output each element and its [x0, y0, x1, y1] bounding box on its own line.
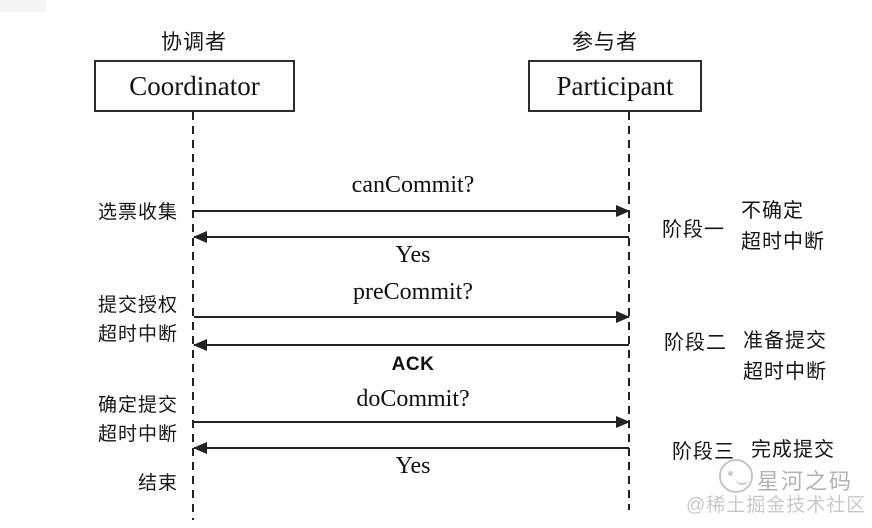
coordinator-box: Coordinator — [94, 60, 295, 112]
arrow-yes2-left-icon — [193, 442, 629, 454]
coordinator-box-label: Coordinator — [129, 70, 260, 101]
stage-label-commit-authorization: 提交授权 超时中断 — [56, 291, 178, 349]
watermark-logo-icon — [719, 459, 753, 493]
message-label-ack: ACK — [391, 354, 435, 375]
phase-2-desc: 准备提交 超时中断 — [743, 326, 827, 388]
phase-3-annotation: 阶段三 完成提交 — [672, 435, 835, 466]
phase-2-name: 阶段二 — [664, 332, 727, 354]
stage-label-vote-collection: 选票收集 — [56, 198, 178, 227]
watermark-community-text: @稀土掘金技术社区 — [686, 495, 867, 516]
stage-line: 超时中断 — [97, 324, 178, 345]
arrow-ack-left-icon — [193, 339, 629, 351]
arrow-yes1-left-icon — [193, 231, 629, 243]
phase-desc-line: 完成提交 — [751, 439, 835, 461]
arrow-cancommit-right-icon — [194, 205, 630, 217]
coordinator-role-label: 协调者 — [161, 31, 227, 54]
phase-desc-line: 不确定 — [741, 200, 804, 222]
top-edge-artifact — [0, 0, 46, 12]
stage-label-end: 结束 — [56, 469, 178, 498]
watermark-brand-text: 星河之码 — [757, 469, 854, 494]
message-label-yes-1: Yes — [395, 242, 431, 268]
phase-desc-line: 超时中断 — [741, 231, 825, 253]
stage-line: 确定提交 — [97, 395, 178, 416]
phase-1-name: 阶段一 — [662, 218, 725, 241]
arrow-precommit-right-icon — [194, 311, 630, 323]
phase-3-desc: 完成提交 — [751, 435, 835, 466]
message-label-docommit: doCommit? — [356, 386, 470, 412]
stage-line: 选票收集 — [97, 202, 178, 223]
participant-box-label: Participant — [556, 70, 674, 101]
phase-desc-line: 超时中断 — [743, 361, 827, 383]
participant-box: Participant — [528, 60, 702, 112]
phase-3-name: 阶段三 — [672, 441, 735, 463]
arrow-docommit-right-icon — [194, 416, 630, 428]
phase-1-annotation: 阶段一 不确定 超时中断 — [662, 196, 825, 258]
participant-role-label: 参与者 — [572, 31, 638, 54]
message-label-precommit: preCommit? — [353, 279, 473, 305]
message-label-cancommit: canCommit? — [351, 172, 475, 198]
stage-line: 结束 — [137, 473, 178, 494]
phase-2-annotation: 阶段二 准备提交 超时中断 — [664, 326, 827, 388]
coordinator-lifeline — [192, 112, 194, 520]
stage-line: 提交授权 — [97, 295, 178, 316]
phase-desc-line: 准备提交 — [743, 330, 827, 352]
stage-line: 超时中断 — [97, 424, 178, 445]
stage-label-confirm-commit: 确定提交 超时中断 — [56, 391, 178, 449]
message-label-yes-2: Yes — [395, 453, 431, 479]
phase-1-desc: 不确定 超时中断 — [741, 196, 825, 258]
